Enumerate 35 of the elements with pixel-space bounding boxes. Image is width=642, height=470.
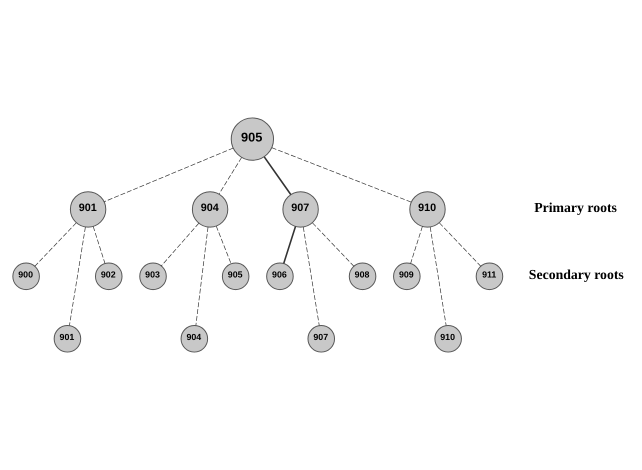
node-circle: 904 bbox=[180, 325, 208, 353]
label: Primary roots bbox=[534, 200, 617, 216]
node-circle: 909 bbox=[393, 262, 421, 290]
connector bbox=[264, 156, 292, 195]
connector bbox=[302, 226, 320, 326]
node-circle: 910 bbox=[434, 325, 462, 353]
node-circle: 908 bbox=[348, 262, 376, 290]
node-circle: 903 bbox=[139, 262, 167, 290]
connector bbox=[312, 222, 354, 267]
node-circle: 904 bbox=[192, 191, 228, 228]
connector bbox=[34, 222, 76, 267]
connector bbox=[160, 222, 200, 266]
connector bbox=[430, 226, 446, 326]
connector bbox=[216, 226, 232, 264]
node-circle: 905 bbox=[230, 117, 274, 161]
connector bbox=[439, 222, 482, 267]
node-circle: 902 bbox=[94, 262, 123, 290]
connector bbox=[69, 226, 86, 326]
node-circle: 901 bbox=[70, 191, 106, 228]
label: Secondary roots bbox=[528, 266, 624, 282]
node-circle: 907 bbox=[282, 191, 319, 228]
node-circle: 907 bbox=[307, 325, 336, 353]
connector bbox=[196, 226, 208, 326]
connector bbox=[271, 147, 412, 202]
connector bbox=[92, 226, 106, 264]
connector bbox=[283, 226, 296, 264]
node-circle: 906 bbox=[266, 262, 294, 290]
node-circle: 900 bbox=[12, 262, 40, 290]
node-circle: 911 bbox=[476, 262, 504, 290]
node-circle: 905 bbox=[222, 262, 250, 290]
node-circle: 910 bbox=[409, 191, 446, 228]
connector bbox=[104, 148, 234, 202]
connector bbox=[218, 157, 242, 194]
node-circle: 901 bbox=[54, 325, 82, 353]
connector bbox=[410, 226, 423, 264]
